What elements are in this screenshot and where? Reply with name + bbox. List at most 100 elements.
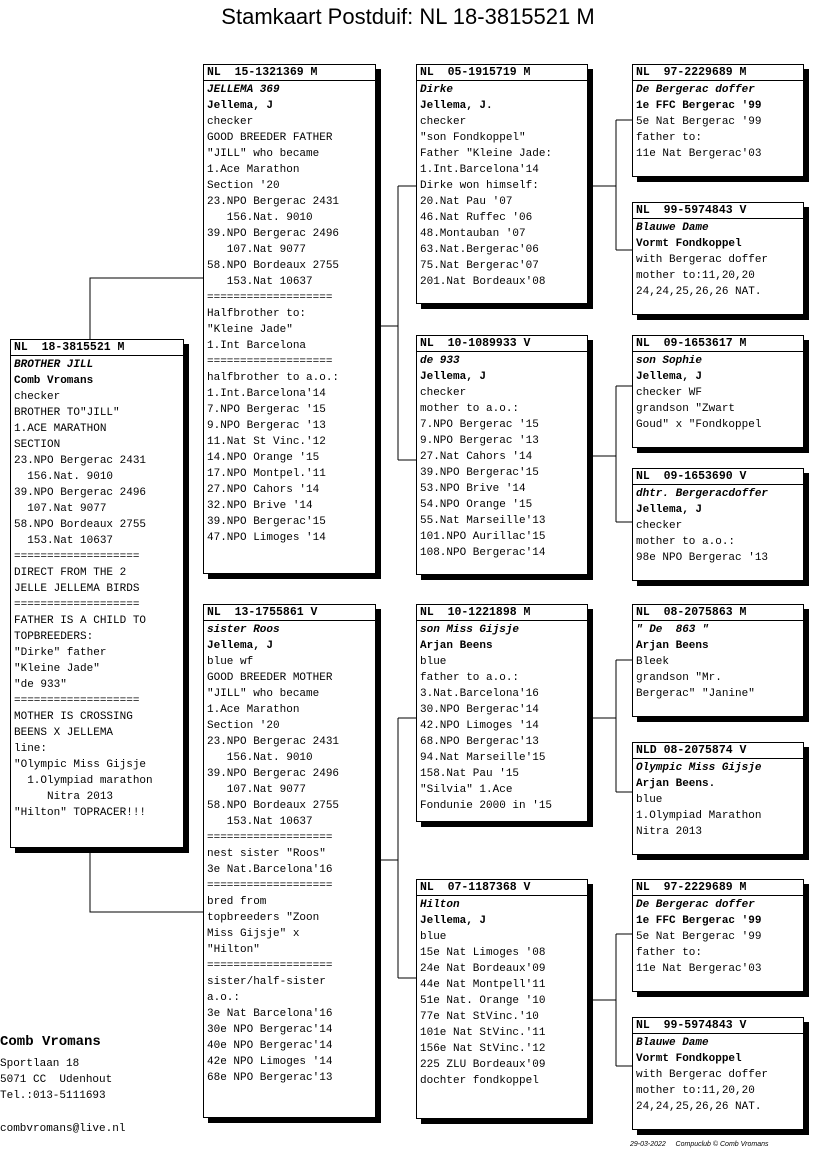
info-line: 27.Nat Cahors '14 [420, 451, 533, 463]
ring-number: NL 08-2075863 M [633, 605, 803, 621]
ring-number: NL 13-1755861 V [204, 605, 375, 621]
info-line: 101.NPO Aurillac'15 [420, 531, 546, 543]
info-line: TOPBREEDERS: [14, 631, 94, 643]
print-date: 29-03-2022 [630, 1141, 666, 1148]
info-line: Section '20 [207, 720, 280, 732]
info-line: father to a.o.: [420, 672, 520, 684]
pigeon-name: De Bergerac doffer [636, 899, 755, 911]
info-line: 48.Montauban '07 [420, 228, 526, 240]
ring-number: NL 99-5974843 V [633, 1018, 803, 1034]
info-line: "Kleine Jade" [207, 324, 293, 336]
info-line: 11e Nat Bergerac'03 [636, 148, 762, 160]
info-line: 23.NPO Bergerac 2431 [207, 736, 340, 748]
info-line: blue [420, 931, 447, 943]
info-line: 158.Nat Pau '15 [420, 768, 520, 780]
info-line: 14.NPO Orange '15 [207, 452, 320, 464]
ring-number: NL 07-1187368 V [417, 880, 587, 896]
ring-number: NL 09-1653690 V [633, 469, 803, 485]
info-line: 39.NPO Bergerac 2496 [14, 487, 147, 499]
info-line: =================== [207, 292, 333, 304]
info-line: Miss Gijsje" x [207, 928, 300, 940]
info-line: 27.NPO Cahors '14 [207, 484, 320, 496]
info-line: 11e Nat Bergerac'03 [636, 963, 762, 975]
ring-number: NL 15-1321369 M [204, 65, 375, 81]
owner: Arjan Beens [420, 640, 493, 652]
info-line: GOOD BREEDER FATHER [207, 132, 333, 144]
info-line: Father "Kleine Jade: [420, 148, 553, 160]
grandfather-paternal-card: NL 05-1915719 M Dirke Jellema, J. checke… [416, 64, 588, 304]
owner: Jellema, J [420, 915, 487, 927]
info-line: 42.NPO Limoges '14 [420, 720, 539, 732]
owner: 1e FFC Bergerac '99 [636, 100, 762, 112]
info-line: 40e NPO Bergerac'14 [207, 1040, 333, 1052]
ring-number: NL 97-2229689 M [633, 880, 803, 896]
info-line: 94.Nat Marseille'15 [420, 752, 546, 764]
owner: Comb Vromans [14, 375, 94, 387]
info-line: checker [14, 391, 61, 403]
info-line: JELLE JELLEMA BIRDS [14, 583, 140, 595]
info-line: 51e Nat. Orange '10 [420, 995, 546, 1007]
breeder-email[interactable]: combvromans@live.nl [0, 1123, 126, 1135]
owner: Vormt Fondkoppel [636, 1053, 742, 1065]
owner: Vormt Fondkoppel [636, 238, 742, 250]
info-line: 153.Nat 10637 [14, 535, 114, 547]
info-line: "Dirke" father [14, 647, 107, 659]
info-line: grandson "Zwart [636, 403, 736, 415]
info-line: Nitra 2013 [636, 826, 703, 838]
info-line: 32.NPO Brive '14 [207, 500, 313, 512]
info-line: =================== [14, 695, 140, 707]
info-line: 24,24,25,26,26 NAT. [636, 1101, 762, 1113]
info-line: "Kleine Jade" [14, 663, 100, 675]
info-line: 17.NPO Montpel.'11 [207, 468, 326, 480]
info-lines: checker"son Fondkoppel"Father "Kleine Ja… [420, 114, 584, 290]
info-line: "Silvia" 1.Ace [420, 784, 513, 796]
breeder-name: Comb Vromans [0, 1034, 101, 1050]
info-line: 58.NPO Bordeaux 2755 [207, 800, 340, 812]
pigeon-name: Blauwe Dame [636, 222, 709, 234]
pigeon-name: Olympic Miss Gijsje [636, 762, 762, 774]
info-line: 108.NPO Bergerac'14 [420, 547, 546, 559]
info-line: 39.NPO Bergerac'15 [420, 467, 539, 479]
great-grandparent-fmf-card: NL 09-1653617 M son Sophie Jellema, J ch… [632, 335, 804, 448]
info-line: 9.NPO Bergerac '13 [207, 420, 326, 432]
info-line: line: [14, 743, 48, 755]
info-line: checker [420, 387, 467, 399]
pigeon-name: de 933 [420, 355, 460, 367]
ring-number: NL 09-1653617 M [633, 336, 803, 352]
card-body: De Bergerac doffer 1e FFC Bergerac '99 5… [633, 896, 803, 978]
info-line: Section '20 [207, 180, 280, 192]
info-line: blue [420, 656, 447, 668]
info-line: with Bergerac doffer [636, 254, 769, 266]
info-line: 107.Nat 9077 [207, 244, 307, 256]
card-body: Blauwe Dame Vormt Fondkoppel with Berger… [633, 1034, 803, 1116]
info-line: GOOD BREEDER MOTHER [207, 672, 333, 684]
info-line: checker WF [636, 387, 703, 399]
pigeon-name: dhtr. Bergeracdoffer [636, 488, 769, 500]
info-line: 9.NPO Bergerac '13 [420, 435, 539, 447]
info-line: 7.NPO Bergerac '15 [207, 404, 326, 416]
pigeon-name: De Bergerac doffer [636, 84, 755, 96]
owner: Jellema, J [420, 371, 487, 383]
ring-number: NL 97-2229689 M [633, 65, 803, 81]
info-line: blue wf [207, 656, 254, 668]
owner: Jellema, J [207, 640, 274, 652]
pigeon-name: Dirke [420, 84, 454, 96]
info-line: 54.NPO Orange '15 [420, 499, 533, 511]
info-line: 1.Int.Barcelona'14 [207, 388, 326, 400]
mother-card: NL 13-1755861 V sister Roos Jellema, J b… [203, 604, 376, 1118]
info-line: 23.NPO Bergerac 2431 [14, 455, 147, 467]
info-line: 68e NPO Bergerac'13 [207, 1072, 333, 1084]
info-line: 47.NPO Limoges '14 [207, 532, 326, 544]
info-line: =================== [207, 832, 333, 844]
info-line: Fondunie 2000 in '15 [420, 800, 553, 812]
great-grandparent-fff-card: NL 97-2229689 M De Bergerac doffer 1e FF… [632, 64, 804, 177]
owner: Arjan Beens [636, 640, 709, 652]
info-line: bred from [207, 896, 267, 908]
great-grandparent-mmf-card: NL 97-2229689 M De Bergerac doffer 1e FF… [632, 879, 804, 992]
